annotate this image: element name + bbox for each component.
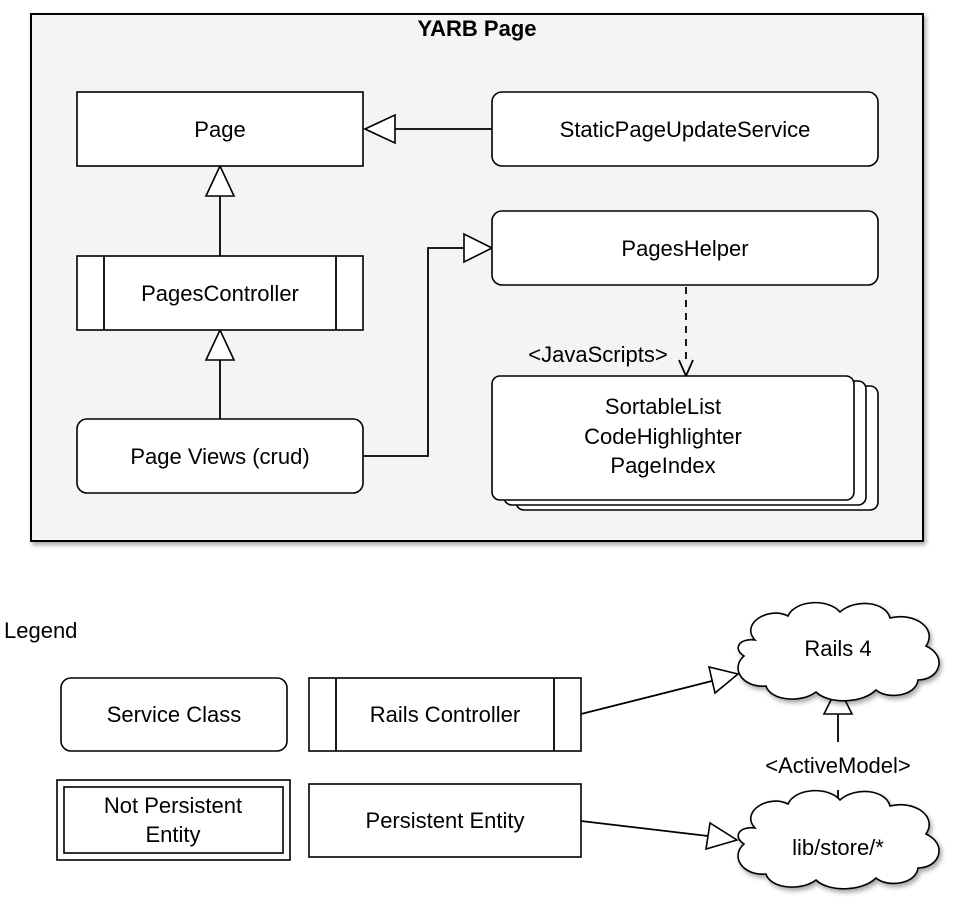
cloud-shape xyxy=(737,789,940,890)
page-views-node: Page Views (crud) xyxy=(76,418,364,494)
legend-persistent-entity-box xyxy=(308,783,582,858)
service-label: StaticPageUpdateService xyxy=(560,117,811,142)
edge-entity-to-store xyxy=(580,820,709,837)
activemodel-stereotype-label: <ActiveModel> xyxy=(765,753,911,778)
connectors: <JavaScripts> xyxy=(204,113,694,457)
javascript-item: PageIndex xyxy=(610,453,715,478)
edge-controller-to-rails xyxy=(580,680,713,715)
pages-helper-node: PagesHelper xyxy=(491,210,879,286)
views-box xyxy=(76,418,364,494)
page-label: Page xyxy=(194,117,245,142)
legend-not-persistent-line1: Not Persistent xyxy=(104,793,242,818)
edge-views-to-helper xyxy=(364,247,464,457)
javascripts-stereotype-label: <JavaScripts> xyxy=(528,342,667,367)
legend-persistent-entity-label: Persistent Entity xyxy=(366,808,525,833)
generalization-arrowhead xyxy=(363,113,396,145)
page-entity-node: Page xyxy=(76,91,364,167)
legend: Legend Service Class Rails Controller No… xyxy=(4,601,940,890)
pages-controller-node: PagesController xyxy=(76,255,364,331)
views-label: Page Views (crud) xyxy=(130,444,309,469)
legend-title: Legend xyxy=(4,618,77,643)
lib-store-label: lib/store/* xyxy=(792,835,884,860)
legend-rails-controller-label: Rails Controller xyxy=(370,702,520,727)
controller-box xyxy=(76,255,364,331)
rails4-label: Rails 4 xyxy=(804,636,871,661)
legend-service-class-label: Service Class xyxy=(107,702,241,727)
helper-label: PagesHelper xyxy=(621,236,748,261)
stack-front xyxy=(491,375,855,501)
generalization-arrowhead xyxy=(707,665,740,695)
lib-store-cloud: lib/store/* xyxy=(737,789,940,890)
cloud-shape xyxy=(737,601,940,702)
controller-label: PagesController xyxy=(141,281,299,306)
package-title: YARB Page xyxy=(417,16,536,41)
static-page-update-service-node: StaticPageUpdateService xyxy=(491,91,879,167)
generalization-arrowhead xyxy=(204,328,236,361)
javascripts-stack-node: SortableList CodeHighlighter PageIndex xyxy=(491,375,879,511)
legend-rails-controller-box xyxy=(308,677,582,752)
javascript-item: SortableList xyxy=(605,394,721,419)
javascript-item: CodeHighlighter xyxy=(584,424,742,449)
generalization-arrowhead xyxy=(705,821,739,851)
legend-not-persistent-inner xyxy=(63,786,284,854)
service-box xyxy=(491,91,879,167)
legend-service-class-box xyxy=(60,677,288,752)
page-box xyxy=(76,91,364,167)
legend-not-persistent-line2: Entity xyxy=(145,822,200,847)
rails4-cloud: Rails 4 xyxy=(737,601,940,702)
generalization-arrowhead xyxy=(463,232,494,264)
generalization-arrowhead xyxy=(204,164,236,197)
helper-box xyxy=(491,210,879,286)
